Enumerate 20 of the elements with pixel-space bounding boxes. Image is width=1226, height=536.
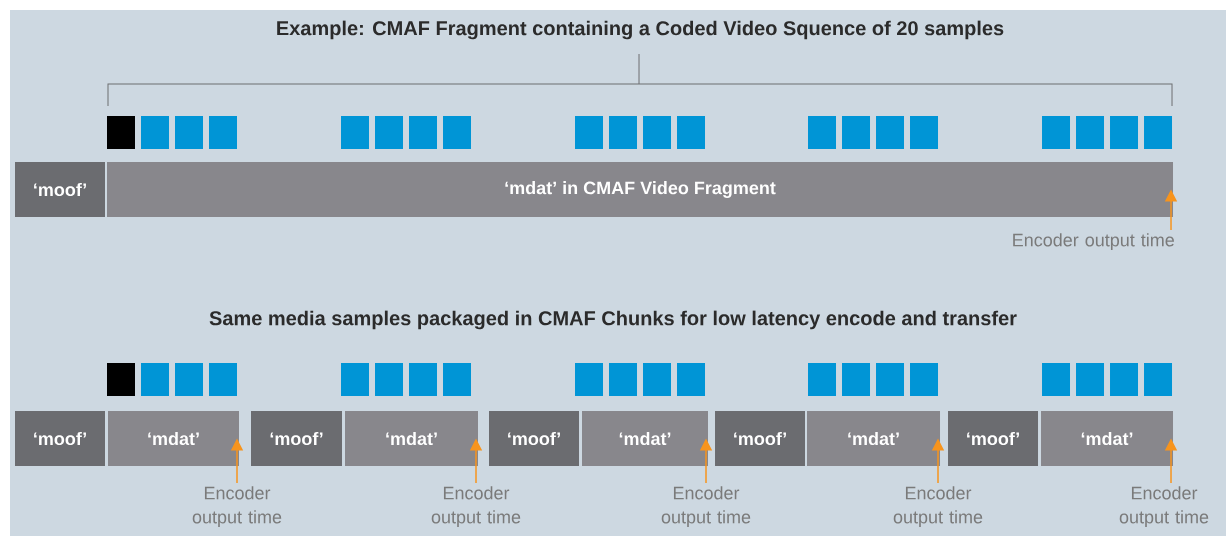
moof-box: ‘moof’ (251, 411, 342, 466)
moof-box: ‘moof’ (15, 411, 105, 466)
encoder-output-label: Encoder output time (431, 486, 521, 527)
moof-box: ‘moof’ (715, 411, 805, 466)
mdat-box: ‘mdat’ (1041, 411, 1173, 466)
moof-box: ‘moof’ (15, 162, 105, 217)
mdat-box: ‘mdat’ (582, 411, 708, 466)
mdat-box: ‘mdat’ (345, 411, 478, 466)
mdat-box: ‘mdat’ in CMAF Video Fragment (107, 162, 1173, 217)
encoder-output-label: Encoder output time (1119, 486, 1209, 527)
mdat-box: ‘mdat’ (108, 411, 239, 466)
mdat-box: ‘mdat’ (807, 411, 940, 466)
moof-box: ‘moof’ (948, 411, 1038, 466)
title: Example: CMAF Fragment containing a Coded Video Squence of 20 samples (277, 20, 1004, 40)
encoder-output-label: Encoder output time (192, 486, 282, 527)
encoder-output-label: Encoder output time (661, 486, 751, 527)
subtitle: Same media samples packaged in CMAF Chunks for low latency encode and transfer (209, 310, 1017, 330)
encoder-output-label: Encoder output time (1013, 233, 1174, 250)
moof-box: ‘moof’ (489, 411, 579, 466)
encoder-output-label: Encoder output time (893, 486, 983, 527)
